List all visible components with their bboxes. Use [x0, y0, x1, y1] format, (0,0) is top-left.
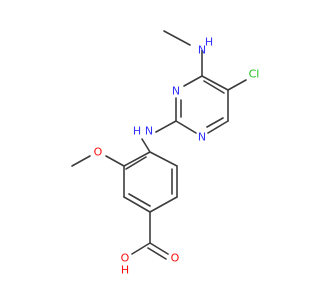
- bond-nh-benzene: [141, 138, 151, 153]
- bond-b1-b2-double: [125, 156, 147, 170]
- bond-n1-c2: [175, 120, 197, 134]
- bond-c5-cl: [227, 79, 247, 91]
- bond-b3-b4-double: [128, 193, 151, 207]
- atom-n-methylamine: N: [198, 44, 206, 57]
- atom-cl: Cl: [249, 68, 260, 81]
- bond-n3-c4: [183, 75, 203, 87]
- bond-b2-o: [105, 155, 125, 167]
- bond-c2-nh: [155, 120, 177, 133]
- atom-h-hydroxyl: H: [121, 264, 129, 277]
- bond-o-methyl: [71, 155, 91, 167]
- bond-c4-c5-double: [203, 80, 225, 94]
- bond-c6-n1-double: [206, 117, 224, 128]
- atom-labels: H N Cl N N N H O O O H: [94, 36, 260, 277]
- bond-acid-o-double-2: [147, 247, 167, 260]
- atom-n-ring3: N: [172, 85, 180, 98]
- background: [0, 0, 300, 300]
- bond-acid-oh: [131, 242, 151, 255]
- atom-o-methoxy: O: [94, 146, 103, 159]
- label-backdrop-nh-methyl: [194, 37, 212, 50]
- atom-h-methylamine: H: [205, 36, 213, 49]
- atom-h-linker: H: [133, 125, 141, 138]
- bond-c4-c5: [201, 75, 229, 91]
- bond-methyl-n: [163, 30, 191, 46]
- bond-b3-b4: [123, 196, 151, 213]
- bond-b1-b2: [123, 151, 151, 167]
- bonds: [71, 30, 247, 260]
- bond-b6-b1: [149, 151, 178, 167]
- molecule-structure: H N Cl N N N H O O O H: [0, 0, 300, 300]
- bond-b4-b5: [149, 196, 178, 213]
- bond-c6-n1: [207, 120, 229, 134]
- atom-n-ring1: N: [198, 131, 206, 144]
- atom-o-hydroxyl: O: [121, 252, 130, 265]
- molecule-canvas: H N Cl N N N H O O O H: [0, 0, 300, 300]
- atom-n-linker: N: [145, 125, 153, 138]
- atom-o-carbonyl: O: [171, 252, 180, 265]
- bond-acid-o-double-1: [149, 242, 169, 255]
